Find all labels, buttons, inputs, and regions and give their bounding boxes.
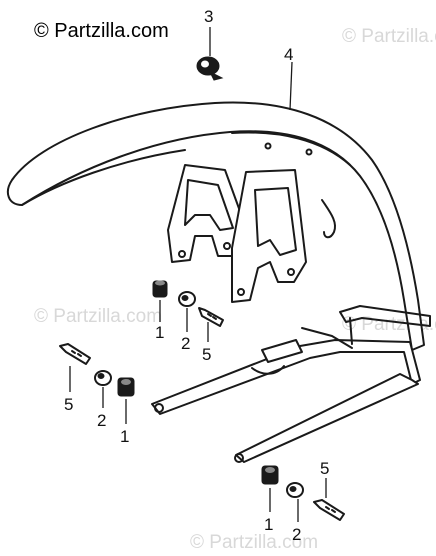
part-5-bolt-lower (313, 499, 345, 521)
callout-1-upper: 1 (155, 323, 164, 342)
watermark-faint-bottom: © Partzilla.com (190, 532, 318, 553)
watermark-faint-top-right: © Partzilla.com (342, 26, 436, 47)
part-2-washer-upper (178, 291, 196, 307)
cable-hook (321, 199, 336, 239)
watermark-faint-middle-left: © Partzilla.com (34, 306, 162, 327)
part-1-nut-upper (152, 280, 168, 298)
callout-2-lower: 2 (292, 525, 301, 544)
part-2-washer-left (94, 370, 112, 386)
part-5-bolt-left (59, 343, 91, 365)
callout-1-left: 1 (120, 427, 129, 446)
part-1-nut-left (117, 377, 135, 397)
fender-brace-stay (151, 305, 431, 463)
callout-2-upper: 2 (181, 334, 190, 353)
hardware-group-left (59, 343, 135, 424)
callout-2-left: 2 (97, 411, 106, 430)
callout-1-lower: 1 (264, 515, 273, 534)
callout-3: 3 (204, 7, 213, 26)
watermark-main: © Partzilla.com (34, 20, 169, 42)
part-2-washer-lower (286, 482, 304, 498)
part-1-nut-lower (261, 465, 279, 485)
callout-4: 4 (284, 45, 293, 64)
hardware-group-lower (261, 465, 345, 522)
leader-4 (289, 61, 293, 111)
part-5-bolt-upper (198, 307, 224, 327)
callout-5-left: 5 (64, 395, 73, 414)
callout-5-upper: 5 (202, 345, 211, 364)
fender-stay-bracket-left (167, 164, 246, 263)
part-3-nut (196, 56, 224, 81)
hardware-group-upper (152, 280, 224, 342)
fender-stay-bracket-right (231, 169, 307, 303)
callout-5-lower: 5 (320, 459, 329, 478)
front-fender (6, 101, 425, 351)
